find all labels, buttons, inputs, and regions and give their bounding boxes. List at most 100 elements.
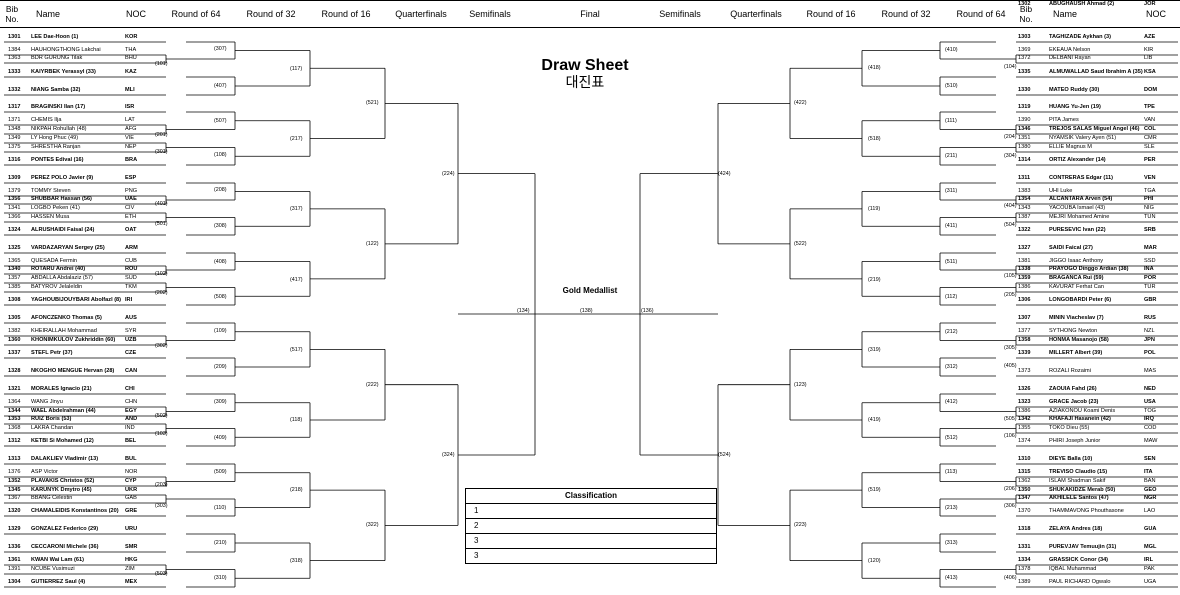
athlete-bib: 1380 (1018, 144, 1031, 150)
athlete-name: PRAYOGO Dinggo Ardian (38) (1049, 266, 1129, 272)
athlete-name: LAKRA Chandan (31, 425, 74, 431)
athlete-name: ORTIZ Alexander (14) (1049, 157, 1106, 163)
athlete-noc: USA (1144, 399, 1156, 405)
athlete-name: KAIYRBEK Yerassyl (33) (31, 69, 96, 75)
athlete-noc: RUS (1144, 315, 1156, 321)
header-noc-right: NOC (1146, 9, 1166, 19)
athlete-bib: 1318 (1018, 526, 1031, 532)
match-number: (223) (794, 522, 807, 528)
athlete-bib: 1371 (8, 117, 21, 123)
athlete-noc: SLE (1144, 144, 1155, 150)
athlete-bib: 1314 (1018, 157, 1031, 163)
athlete-bib: 1353 (8, 416, 21, 422)
athlete-name: SYTHONG Newton (1049, 328, 1098, 334)
match-number: (517) (290, 347, 303, 353)
athlete-bib: 1381 (1018, 258, 1031, 264)
athlete-noc: SUD (125, 275, 137, 281)
match-number: (109) (214, 328, 227, 334)
athlete-bib: 1346 (1018, 126, 1031, 132)
athlete-name: HAUHONGTHONG Lakchai (31, 47, 101, 53)
athlete-bib: 1347 (1018, 495, 1031, 501)
athlete-bib: 1312 (8, 438, 21, 444)
match-number: (511) (945, 259, 958, 265)
athlete-name: RUIZ Boris (53) (31, 416, 72, 422)
match-number: (217) (290, 136, 303, 142)
header-semifinals-left: Semifinals (469, 9, 511, 19)
match-number: (510) (945, 83, 958, 89)
athlete-noc: CHN (125, 399, 138, 405)
athlete-noc: THA (125, 47, 137, 53)
athlete-name: TAGHIZADE Aykhan (3) (1049, 34, 1111, 40)
athlete-bib: 1313 (8, 456, 21, 462)
match-number: (111) (945, 118, 957, 124)
athlete-bib: 1374 (1018, 438, 1031, 444)
match-number: (222) (366, 382, 379, 388)
athlete-noc: NIG (1144, 205, 1154, 211)
athlete-noc: BEL (125, 438, 137, 444)
match-number: (322) (366, 522, 379, 528)
athlete-noc: CYP (125, 478, 137, 484)
athlete-noc: GUA (1144, 526, 1157, 532)
athlete-bib: 1369 (1018, 47, 1031, 53)
athlete-bib: 1356 (8, 196, 21, 202)
athlete-noc: UZB (125, 337, 137, 343)
athlete-bib: 1341 (8, 205, 21, 211)
athlete-name: QUESADA Fermin (31, 258, 78, 264)
match-number: (317) (290, 206, 303, 212)
athlete-name: UHI Luke (1049, 188, 1073, 194)
match-number: (405) (1004, 363, 1017, 369)
athlete-bib: 1354 (1018, 196, 1031, 202)
athlete-bib: 1309 (8, 175, 21, 181)
athlete-bib: 1391 (8, 566, 21, 572)
athlete-name: CECCARONI Michele (36) (31, 544, 99, 550)
athlete-name: ASP Victor (31, 469, 58, 475)
match-number: (311) (945, 188, 958, 194)
athlete-name: MEJRI Mohamed Amine (1049, 214, 1110, 220)
athlete-noc: SYR (125, 328, 137, 334)
match-number: (204) (1004, 134, 1017, 140)
athlete-name: HONMA Masanojo (58) (1049, 337, 1109, 343)
athlete-noc: OAT (125, 227, 137, 233)
athlete-bib: 1361 (8, 557, 21, 563)
match-number: (521) (366, 100, 379, 106)
athlete-noc: CIV (125, 205, 135, 211)
match-number: (123) (794, 382, 807, 388)
athlete-name: BRAGANCA Rui (59) (1049, 275, 1104, 281)
athlete-bib: 1390 (1018, 117, 1031, 123)
athlete-noc: MEX (125, 579, 138, 585)
athlete-noc: CUB (125, 258, 137, 264)
match-number: (108) (214, 152, 227, 158)
athlete-noc: MAW (1144, 438, 1158, 444)
athlete-bib: 1301 (8, 34, 21, 40)
athlete-name: NYAMSIK Valery Ayen (51) (1049, 135, 1117, 141)
athlete-bib: 1316 (8, 157, 21, 163)
match-number: (312) (945, 364, 958, 370)
athlete-name: PUREVJAV Temuujin (31) (1049, 544, 1117, 550)
athlete-bib: 1348 (8, 126, 21, 132)
match-number: (310) (214, 575, 227, 581)
athlete-name: MATEO Ruddy (30) (1049, 87, 1100, 93)
athlete-name: DELBANI Rayan (1049, 55, 1091, 61)
athlete-bib: 1387 (1018, 214, 1031, 220)
athlete-name: LEE Dae-Hoon (1) (31, 34, 79, 40)
athlete-noc: DOM (1144, 87, 1158, 93)
